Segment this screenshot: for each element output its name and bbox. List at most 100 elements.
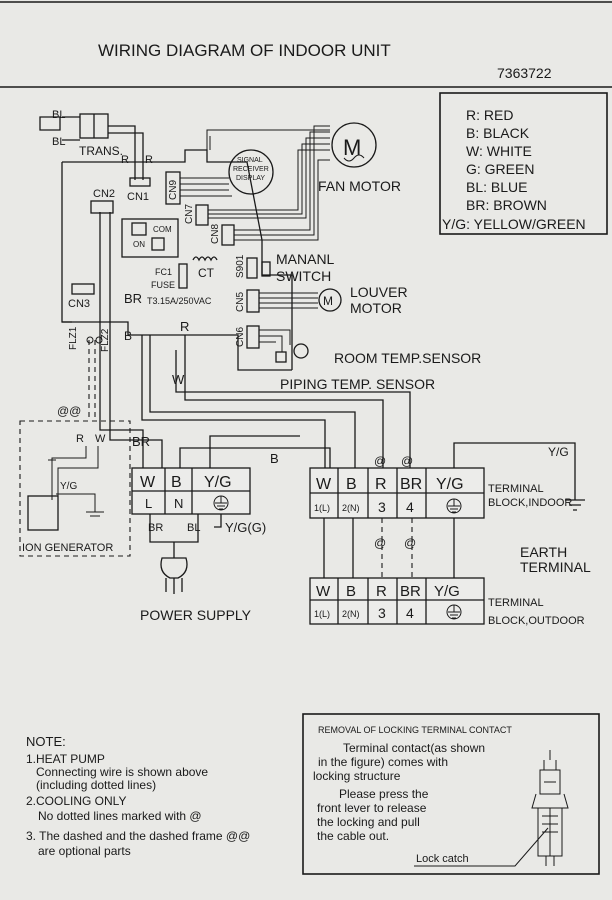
indoor-yg-wire: Y/G [548,445,569,459]
ion-wire-r: R [76,433,84,445]
control-board: BL BL TRANS. R R CN1 CN2 COM ON FC1 FUSE… [39,109,330,387]
power-term-n: N [174,496,183,511]
removal-line-5: front lever to release [317,801,427,815]
cn5-connector [246,289,260,313]
ct-label: CT [198,266,215,280]
room-temp-sensor-label: ROOM TEMP.SENSOR [334,350,481,366]
indoor-mark-2: @ [401,454,413,468]
power-supply-label: POWER SUPPLY [140,607,252,623]
manual-switch-symbol [261,261,271,277]
fuse-rating: T3.15A/250VAC [147,296,212,306]
cn7-connector [195,204,209,226]
louver-motor-symbol [318,288,342,312]
outdoor-term-3: 3 [378,605,386,621]
power-term-w: W [140,474,156,491]
indoor-mark-1: @ [374,454,386,468]
relay-com: COM [153,225,172,234]
power-wire-br: BR [148,522,163,534]
note-line-3: (including dotted lines) [36,778,156,792]
power-wire-bl: BL [187,522,200,534]
legend-green: G: GREEN [466,161,534,177]
ion-optional-mark: @@ [57,404,81,418]
terminal-contact-illustration [531,750,569,866]
color-legend-box [439,92,608,235]
outdoor-term-b: B [346,583,356,600]
notes-heading: NOTE: [26,734,66,749]
louver-motor-m: M [323,294,333,308]
earth-terminal-label-2: TERMINAL [520,559,591,575]
legend-yellow-green: Y/G: YELLOW/GREEN [442,216,586,232]
br-wire-label: BR [124,291,142,306]
fan-motor-symbol [331,122,377,168]
s901-label: S901 [235,254,246,278]
power-term-l: L [145,496,152,511]
outdoor-term-yg: Y/G [434,583,460,600]
cn2-connector [90,200,114,214]
removal-line-2: in the figure) comes with [318,755,448,769]
note-line-7: are optional parts [38,844,131,858]
note-line-2: Connecting wire is shown above [36,765,208,779]
wire-bl-top: BL [52,109,65,121]
board-b-label: B [124,329,132,343]
fuse-label: FUSE [151,280,175,290]
cn7-label: CN7 [184,204,195,224]
piping-temp-sensor-symbol [275,351,287,363]
flz2-label: FLZ2 [100,328,111,352]
ion-wire-w: W [95,433,106,445]
fc1-label: FC1 [155,267,172,277]
signal-label-3: DISPLAY [236,175,265,182]
signal-label-2: RECEIVER [233,166,269,173]
indoor-term-3: 3 [378,499,386,515]
wire-w-to-indoor [175,350,411,468]
wire-w2-to-indoor [141,335,326,468]
power-supply-terminal: W B Y/G L N BR BL Y/G(G) POWER SUPPLY [131,467,266,623]
indoor-term-label-1: TERMINAL [488,483,544,495]
cn3-label: CN3 [68,298,90,310]
fan-motor-label: FAN MOTOR [318,178,401,194]
removal-line-6: the locking and pull [317,815,420,829]
ct-coil [192,256,218,262]
power-term-yg: Y/G [204,474,232,491]
removal-line-7: the cable out. [317,829,389,843]
indoor-terminal-block: W B R BR Y/G 1(L) 2(N) 3 4 @ @ TERMINAL … [309,442,585,519]
power-wire-yg: Y/G(G) [225,520,266,535]
removal-line-1: Terminal contact(as shown [343,741,485,755]
outdoor-terminal-block: W B R BR Y/G 1(L) 2(N) 3 4 TERMINAL BLOC… [309,577,585,627]
indoor-term-b: B [346,476,357,493]
piping-temp-sensor-label: PIPING TEMP. SENSOR [280,376,435,392]
indoor-outdoor-wires [323,518,354,578]
cn6-label: CN6 [235,327,246,347]
board-w-label: W [172,372,185,387]
cn1-connector [129,177,151,187]
signal-receiver-display [228,149,274,195]
legend-white: W: WHITE [466,143,532,159]
indoor-term-2n: 2(N) [342,503,360,513]
manual-switch-label-2: SWITCH [276,268,331,284]
wire-b-label: B [270,451,279,466]
relay-box [121,218,179,258]
cn5-label: CN5 [235,292,246,312]
power-term-b: B [171,474,182,491]
outdoor-term-label-2: BLOCK,OUTDOOR [488,615,585,627]
louver-motor-label-2: MOTOR [350,300,402,316]
legend-blue: BL: BLUE [466,179,527,195]
manual-switch-label-1: MANANL [276,251,335,267]
wire-r-1: R [121,154,129,166]
lock-catch-label: Lock catch [416,853,469,865]
removal-heading: REMOVAL OF LOCKING TERMINAL CONTACT [318,725,512,735]
cn3-connector [71,283,95,295]
notes-section: NOTE: 1.HEAT PUMP Connecting wire is sho… [26,734,250,858]
outdoor-term-w: W [316,583,331,600]
wire-br-to-power [99,212,144,468]
removal-instructions-box: REMOVAL OF LOCKING TERMINAL CONTACT Term… [302,713,600,875]
outdoor-term-r: R [376,583,387,600]
cn1-label: CN1 [127,191,149,203]
outdoor-term-2n: 2(N) [342,609,360,619]
page-title: WIRING DIAGRAM OF INDOOR UNIT [98,41,391,60]
outdoor-mark-2: @ [404,536,416,550]
cn2-label: CN2 [93,188,115,200]
outdoor-term-4: 4 [406,605,414,621]
indoor-term-br: BR [400,476,422,493]
louver-motor-label-1: LOUVER [350,284,408,300]
